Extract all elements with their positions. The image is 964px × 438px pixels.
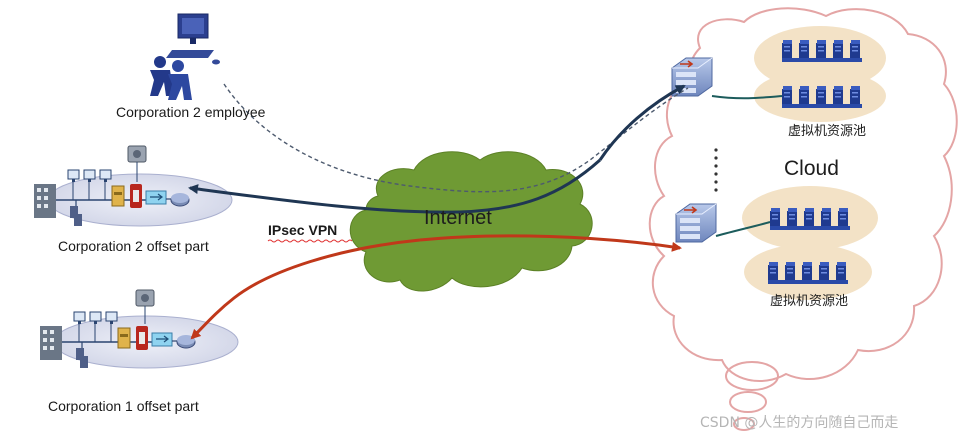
navy-tunnel-arrow-left	[188, 158, 602, 214]
watermark-text: CSDN @人生的方向随自己而走	[700, 415, 899, 431]
thought-bubble-large	[725, 361, 779, 391]
employee-label: Corporation 2 employee	[116, 104, 266, 120]
red-tunnel-arrow	[419, 234, 682, 252]
ipsec-vpn-label: IPsec VPN	[268, 222, 338, 238]
cloud-outline	[648, 7, 958, 382]
server-pool-bottom	[742, 186, 878, 300]
corp2-site-label: Corporation 2 offset part	[58, 238, 209, 254]
printer-icon	[135, 289, 155, 324]
employee-vpn-path	[223, 83, 689, 193]
cloud-label: Cloud	[784, 157, 839, 180]
red-tunnel-arrow-left	[190, 238, 421, 340]
corp1-site-label: Corporation 1 offset part	[48, 398, 199, 414]
internet-label: Internet	[424, 207, 492, 229]
link-line	[715, 221, 771, 237]
pool-label-bottom: 虚拟机资源池	[770, 294, 849, 309]
thought-bubble-medium	[729, 391, 767, 413]
ellipsis-dots	[714, 148, 718, 192]
thought-bubble-small	[733, 417, 755, 431]
server-pool-top	[754, 26, 886, 122]
link-line	[711, 95, 783, 100]
printer-icon	[127, 145, 147, 182]
pool-label-top: 虚拟机资源池	[788, 124, 867, 139]
employee-figure-icon	[150, 13, 220, 100]
spellcheck-underline	[267, 239, 353, 243]
cloud-gateway-icon	[675, 203, 717, 243]
corp2-site-cluster	[34, 170, 232, 226]
navy-tunnel-arrow	[598, 84, 686, 161]
